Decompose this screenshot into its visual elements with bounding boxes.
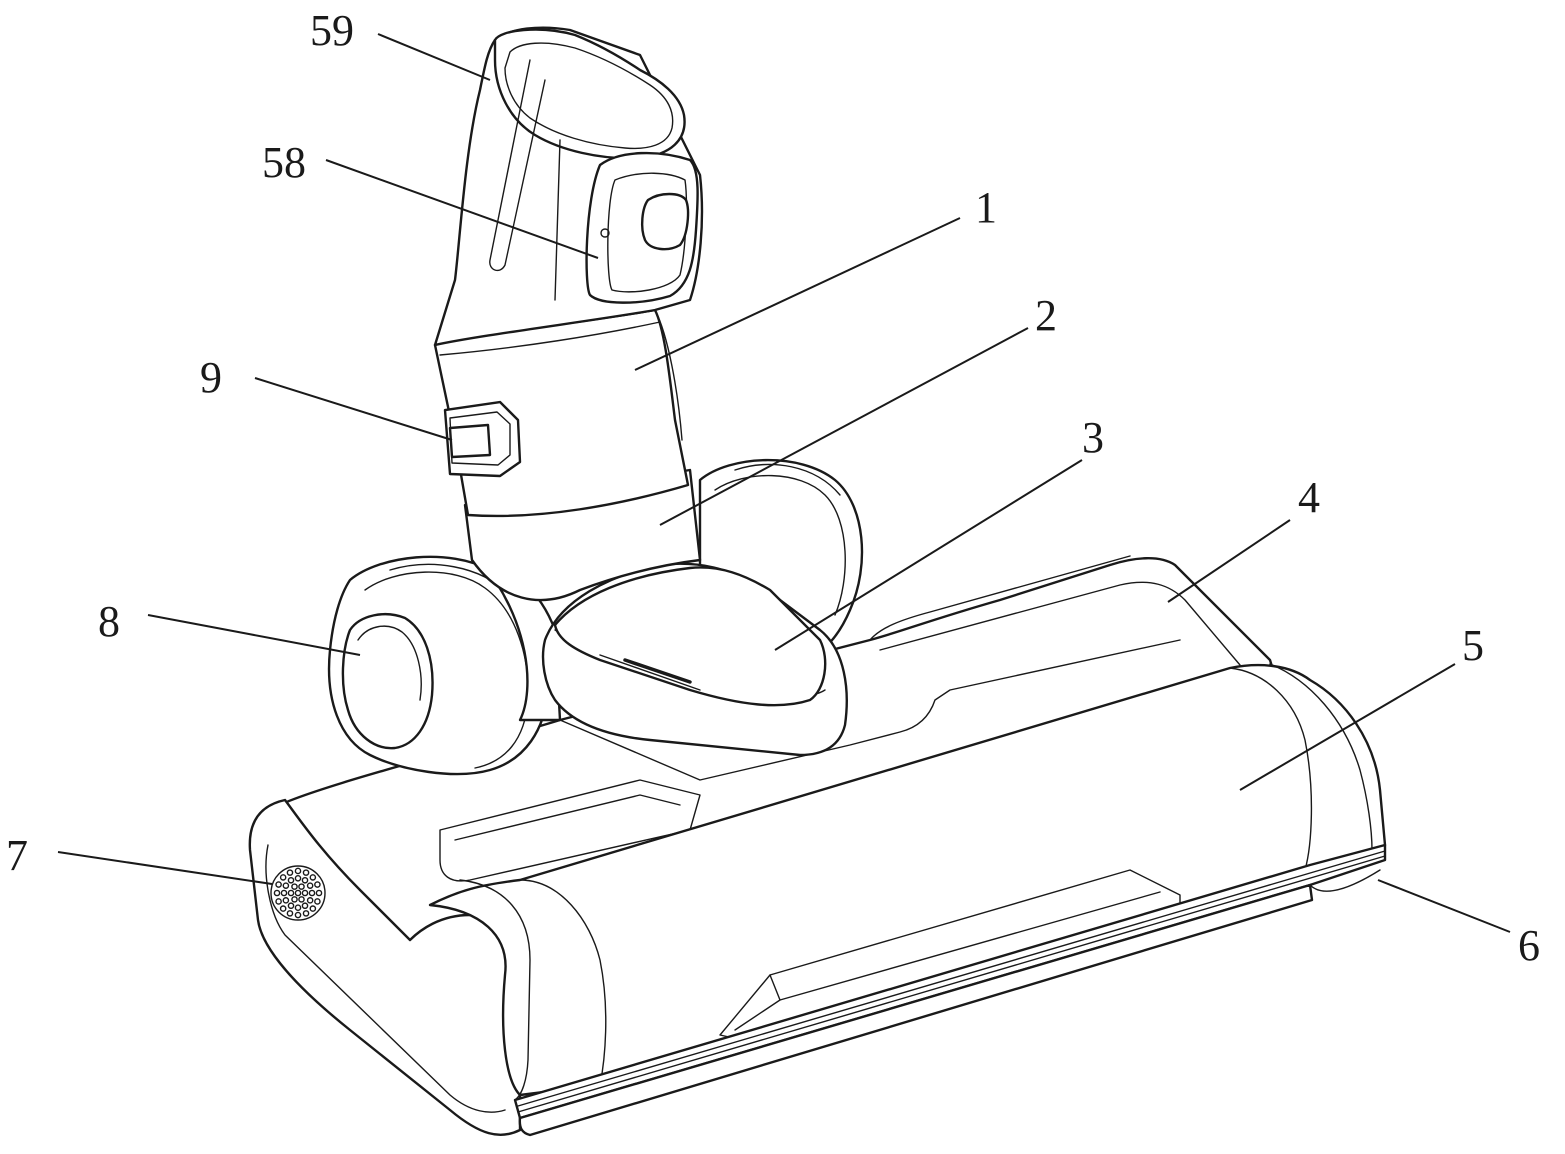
numeral-8: 8 [98,597,120,646]
leader-4 [1168,520,1290,602]
numeral-6: 6 [1518,921,1540,970]
numeral-1: 1 [975,183,997,232]
leader-9 [255,378,452,440]
leader-59 [378,34,490,80]
release-button [445,402,520,476]
numeral-4: 4 [1298,473,1320,522]
numeral-58: 58 [262,138,306,187]
leader-7 [58,852,272,884]
numeral-59: 59 [310,6,354,55]
numeral-5: 5 [1462,621,1484,670]
numeral-2: 2 [1035,291,1057,340]
latch-button [587,153,698,303]
numeral-3: 3 [1082,413,1104,462]
leader-8 [148,615,360,655]
numeral-9: 9 [200,353,222,402]
numeral-7: 7 [6,831,28,880]
leader-6 [1378,880,1510,932]
